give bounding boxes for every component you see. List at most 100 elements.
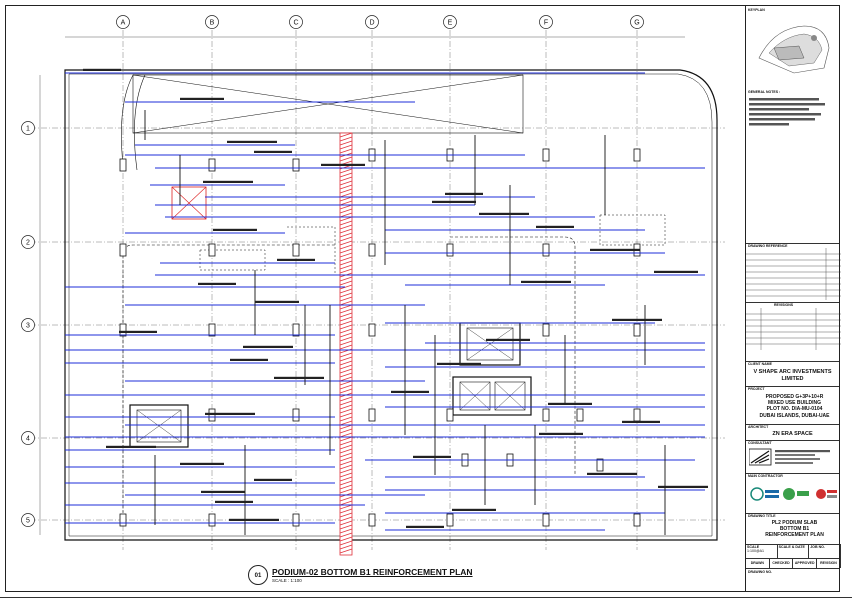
hatch-stroke [339,324,353,330]
column [292,323,300,337]
hatch-stroke [339,204,353,210]
rebar-label [230,358,268,361]
column [292,513,300,527]
consultant-label: CONSULTANT [748,441,772,445]
field-label: JOB NO. [810,545,825,549]
rebar-label [227,140,277,143]
rebar-label [119,330,157,333]
rebar-label [452,508,496,511]
rebar-label [654,270,698,273]
hatch-stroke [339,308,353,314]
column [633,323,641,337]
hatch-stroke [339,172,353,178]
column [208,323,216,337]
grid-label-1: 1 [26,126,30,133]
rebar-labels [83,68,708,528]
hatch-stroke [339,168,353,174]
hatch-stroke [339,240,353,246]
hatch-stroke [339,236,353,242]
hatch-stroke [339,296,353,302]
hatch-stroke [339,224,353,230]
signoff-cell: REVISION [817,558,841,568]
rebar-label [432,200,476,203]
signoff-cell: DRAWN [746,558,770,568]
column [208,513,216,527]
hatch-stroke [339,208,353,214]
hatch-stroke [339,364,353,370]
hatch-stroke [339,216,353,222]
hatch-stroke [339,444,353,450]
rebar-label [321,163,365,166]
revisions-label: REVISIONS [774,303,794,307]
hatch-stroke [339,512,353,518]
hatch-stroke [339,520,353,526]
hatch-stroke [339,200,353,206]
hatch-stroke [339,332,353,338]
hatch-stroke [339,476,353,482]
grid-label-5: 5 [26,518,30,525]
field-value: 1:100@A1 [747,549,765,553]
architect-label: ARCHITECT [748,425,769,429]
rebar-label [521,280,571,283]
grid-bubble-a [116,15,130,29]
hatch-stroke [339,488,353,494]
hatch-stroke [339,352,353,358]
hatch-stroke [339,440,353,446]
hatch-stroke [339,196,353,202]
hatch-stroke [339,256,353,262]
drawing-number-bubble: 01 [248,565,268,585]
hatch-stroke [339,300,353,306]
column [542,513,550,527]
project-line: MIXED USE BUILDING [767,400,822,407]
hatch-stroke [339,384,353,390]
column [119,513,127,527]
rebar-label [622,420,660,423]
hatch-stroke [339,500,353,506]
grid-bubble-4 [21,431,35,445]
column [542,148,550,162]
rebar-label [243,345,293,348]
grid-bubble-5 [21,513,35,527]
hatch-stroke [339,356,353,362]
rebar-label [201,490,245,493]
hatch-stroke [339,340,353,346]
column [542,323,550,337]
hatch-stroke [339,408,353,414]
hatch-stroke [339,212,353,218]
grid-bubble-1 [21,121,35,135]
drawing-title-line: PL2 PODIUM SLAB [771,520,818,526]
client-name: V SHAPE ARC INVESTMENTS LIMITED [753,369,832,382]
grid-label-a: A [121,20,126,27]
drawing-title-line: REINFORCEMENT PLAN [765,532,824,539]
hatch-stroke [339,132,353,138]
hatch-stroke [339,360,353,366]
hatch-stroke [339,388,353,394]
column [633,408,641,422]
field-cell: SCALE & DATE [778,544,810,558]
title-block: KEYPLAN GENERAL NOTES : DRAWING REFERENC… [745,5,841,592]
column [292,408,300,422]
rebar-label [277,258,315,261]
grid-bubble-d [365,15,379,29]
hatch-band [339,132,353,554]
drawing-title: PODIUM-02 BOTTOM B1 REINFORCEMENT PLAN [272,567,473,577]
column [208,158,216,172]
hatch-stroke [339,284,353,290]
hatch-stroke [339,288,353,294]
grid-label-2: 2 [26,240,30,247]
hatch-stroke [339,232,353,238]
main-contractor-label: MAIN CONTRACTOR [748,474,783,478]
hatch-stroke [339,336,353,342]
grid-bubble-b [205,15,219,29]
hatch-stroke [339,484,353,490]
slab-outline [64,69,718,556]
hatch-stroke [339,304,353,310]
keyplan-image [758,25,830,74]
grid-lines [30,30,725,550]
